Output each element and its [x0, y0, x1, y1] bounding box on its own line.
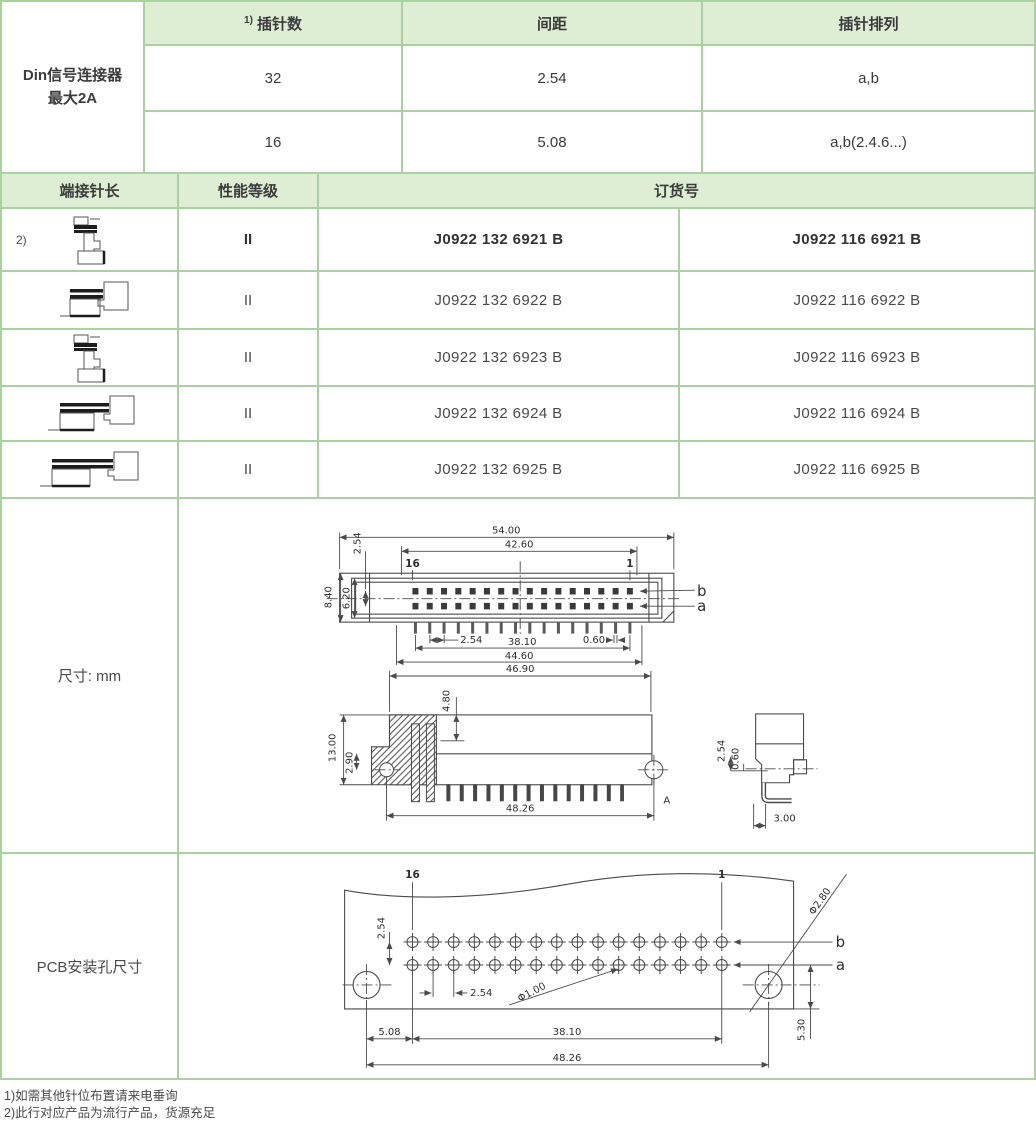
pitch-value: 2.54	[401, 44, 701, 110]
pcb-pin-1-label: 1	[718, 869, 725, 881]
pcb-hole-row-a	[402, 955, 732, 975]
col-header-grade: 性能等级	[177, 172, 317, 207]
pcb-pin-16-label: 16	[405, 869, 420, 881]
dim-width-total: 54.00	[492, 525, 521, 536]
grade-value: II	[177, 385, 317, 440]
dim-height-inner: 6.20	[342, 587, 353, 609]
pin-count-value: 16	[143, 110, 401, 172]
right-angle-connector-icon	[73, 334, 105, 382]
col-header-order-number: 订货号	[317, 172, 1034, 207]
dim-height-body: 13.00	[328, 734, 339, 763]
pcb-dim-offset-first: 5.08	[378, 1027, 400, 1038]
dim-span-pins: 38.10	[508, 637, 537, 648]
product-name: Din信号连接器	[22, 66, 123, 84]
dim-row-pitch: 2.54	[353, 532, 364, 554]
dimensions-section: 尺寸: mm	[2, 497, 1034, 852]
order-number-32pin: J0922 132 6923 B	[317, 328, 678, 385]
dimension-drawings-cell: b a 54.00 42.60 16 1 8.40	[177, 497, 1034, 852]
grade-value: II	[177, 207, 317, 270]
pcb-dim-span-pins: 38.10	[553, 1027, 582, 1038]
pcb-section: PCB安装孔尺寸 16 1 2.54	[2, 852, 1034, 1078]
straight-connector-icon	[47, 395, 134, 431]
dim-span-holes: 48.26	[506, 804, 535, 815]
order-number-32pin: J0922 132 6921 B	[317, 207, 678, 270]
pcb-row-b-label: b	[836, 933, 846, 951]
row-b-label: b	[697, 582, 706, 600]
order-number-32pin: J0922 132 6922 B	[317, 270, 678, 328]
order-number-32pin: J0922 132 6925 B	[317, 440, 678, 497]
pcb-label: PCB安装孔尺寸	[2, 852, 177, 1078]
dim-profile-pin-width: 0.60	[731, 748, 742, 770]
footnote-marker-1: 1)	[244, 14, 253, 26]
dim-width-body: 46.90	[506, 664, 535, 675]
dim-profile-row-pitch: 2.54	[717, 740, 728, 762]
dim-depth-pin: 4.80	[441, 690, 452, 712]
order-number-16pin: J0922 116 6924 B	[678, 385, 1034, 440]
table-row-pin-style-cell	[2, 385, 177, 440]
arrangement-value: a,b(2.4.6...)	[701, 110, 1034, 172]
order-number-16pin: J0922 116 6921 B	[678, 207, 1034, 270]
order-number-16pin: J0922 116 6923 B	[678, 328, 1034, 385]
straight-connector-icon	[59, 281, 128, 318]
pin-16-label: 16	[405, 558, 420, 570]
col-header-pitch: 间距	[401, 2, 701, 44]
col-header-pin-length: 端接针长	[2, 172, 177, 207]
connector-spec-table: Din信号连接器 最大2A 1) 插针数 间距 插针排列 32 2.54 a,b…	[0, 0, 1036, 1080]
profile-view-drawing: 2.54 0.60 3.00	[717, 713, 818, 829]
order-number-32pin: J0922 132 6924 B	[317, 385, 678, 440]
dim-width-inner: 42.60	[505, 539, 534, 550]
order-number-16pin: J0922 116 6925 B	[678, 440, 1034, 497]
dim-pin-width: 0.60	[583, 635, 605, 646]
pcb-hole-pattern-drawing: 16 1 2.54 2.54 Φ1.00 Φ2.8	[342, 869, 847, 1068]
dim-height-total: 8.40	[324, 586, 335, 608]
product-rating: 最大2A	[47, 90, 98, 107]
pitch-value: 5.08	[401, 110, 701, 172]
pcb-dim-hole-dia: Φ1.00	[516, 981, 548, 1005]
grade-value: II	[177, 270, 317, 328]
table-row-pin-style-cell: 2)	[2, 207, 177, 270]
pcb-dim-mount-dia: Φ2.80	[807, 886, 833, 917]
pcb-dim-edge-offset: 5.30	[797, 1019, 808, 1041]
dim-pin-pitch: 2.54	[460, 635, 482, 646]
row-a-label: a	[697, 597, 706, 615]
footnotes: 1)如需其他针位布置请来电垂询 2)此行对应产品为流行产品，货源充足	[4, 1088, 1036, 1121]
dim-width-shroud: 44.60	[505, 651, 534, 662]
pcb-dim-hole-pitch: 2.54	[470, 988, 492, 999]
pin-count-value: 32	[143, 44, 401, 110]
footnote-line: 1)如需其他针位布置请来电垂询	[4, 1089, 178, 1103]
grade-value: II	[177, 328, 317, 385]
connector-dimension-drawing: b a 54.00 42.60 16 1 8.40	[324, 525, 818, 829]
right-angle-connector-icon	[73, 216, 105, 264]
col-header-pin-count: 1) 插针数	[143, 2, 401, 44]
front-view-drawing: b a 54.00 42.60 16 1 8.40	[324, 525, 707, 666]
order-number-table: 端接针长 性能等级 订货号 2) II J0922 132 6921 B J09…	[2, 172, 1034, 497]
product-spec-table: Din信号连接器 最大2A 1) 插针数 间距 插针排列 32 2.54 a,b…	[2, 2, 1034, 172]
grade-value: II	[177, 440, 317, 497]
side-view-drawing: 46.90 A 4.80 13.	[328, 664, 670, 821]
table-row-pin-style-cell	[2, 270, 177, 328]
section-a-label: A	[663, 796, 670, 807]
table-row-pin-style-cell	[2, 440, 177, 497]
pcb-hole-row-b	[402, 932, 732, 952]
footnote-marker-2: 2)	[16, 232, 27, 247]
pcb-dim-row-pitch: 2.54	[377, 917, 388, 939]
dimensions-label: 尺寸: mm	[2, 497, 177, 852]
col-header-arrangement: 插针排列	[701, 2, 1034, 44]
dim-pin-length: 3.00	[773, 814, 795, 825]
pcb-dim-span-mount: 48.26	[553, 1053, 582, 1064]
product-name-cell: Din信号连接器 最大2A	[2, 2, 143, 172]
footnote-line: 2)此行对应产品为流行产品，货源充足	[4, 1105, 216, 1120]
order-number-16pin: J0922 116 6922 B	[678, 270, 1034, 328]
dim-offset-hole: 2.90	[345, 752, 356, 774]
table-row-pin-style-cell	[2, 328, 177, 385]
straight-connector-icon	[39, 451, 138, 487]
pcb-drawing-cell: 16 1 2.54 2.54 Φ1.00 Φ2.8	[177, 852, 1034, 1078]
pin-1-label: 1	[626, 558, 633, 570]
arrangement-value: a,b	[701, 44, 1034, 110]
pcb-row-a-label: a	[836, 956, 845, 974]
